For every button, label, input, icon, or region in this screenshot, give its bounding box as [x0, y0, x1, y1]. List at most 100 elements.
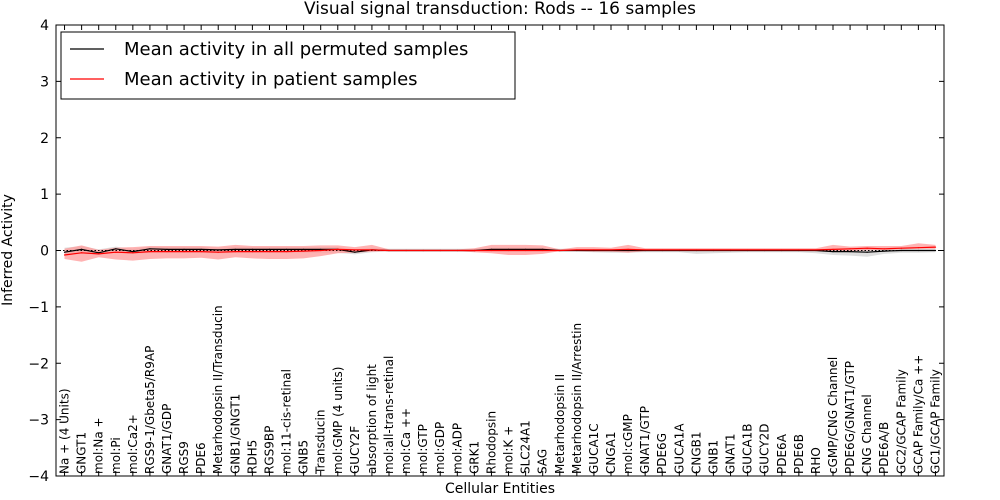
y-axis-label: Inferred Activity: [0, 194, 16, 306]
series-1-point: [422, 249, 424, 252]
series-1-point: [507, 249, 510, 252]
y-tick-label: −3: [28, 413, 49, 429]
series-1-point: [303, 250, 305, 252]
series-0-point: [132, 251, 134, 253]
x-tick-label: GUCY2D: [758, 424, 772, 474]
x-tick-label: GUCY2F: [348, 426, 362, 474]
x-tick-label: Metarhodopsin II/Arrestin: [570, 323, 584, 474]
series-lines: [63, 246, 937, 256]
series-1-point: [576, 249, 578, 251]
x-tick-label: mol:all-trans-retinal: [382, 356, 396, 474]
series-0-point: [849, 251, 851, 253]
series-1-point: [200, 251, 202, 253]
series-1-point: [883, 248, 885, 250]
series-1-point: [627, 248, 629, 250]
x-tick-label: mol:Pi: [109, 437, 123, 474]
series-1-point: [764, 249, 766, 251]
series-1-point: [234, 251, 236, 253]
series-1-point: [166, 251, 168, 253]
chart-title: Visual signal transduction: Rods -- 16 s…: [304, 0, 696, 19]
x-axis-label: Cellular Entities: [445, 481, 555, 497]
y-tick-label: −2: [28, 356, 49, 372]
x-tick-label: mol:cGMP: [621, 414, 635, 474]
x-tick-label: GNAT1/GDP: [160, 404, 174, 474]
x-tick-label: mol:GDP: [433, 422, 447, 474]
series-1-point: [832, 248, 834, 250]
x-tick-label: GNB1: [707, 440, 721, 474]
x-tick-label: PDE6A: [775, 433, 789, 474]
y-tick-label: 1: [40, 187, 49, 203]
x-tick-label: GUCA1B: [741, 423, 755, 474]
series-1-point: [183, 251, 185, 253]
x-tick-label: GNB5: [297, 440, 311, 474]
x-tick-label: PDE6B: [792, 434, 806, 474]
series-0-point: [183, 248, 185, 250]
series-0-point: [866, 251, 868, 253]
series-1-point: [678, 249, 680, 251]
x-tick-label: RGS9BP: [263, 426, 277, 474]
y-tick-label: 0: [40, 244, 49, 260]
series-1-point: [337, 248, 339, 250]
series-1-point: [798, 249, 800, 251]
series-0-point: [303, 248, 305, 250]
x-tick-label: Transducin: [314, 410, 328, 475]
series-0-point: [354, 251, 356, 253]
y-tick-label: −1: [28, 300, 49, 316]
series-0-point: [251, 248, 253, 250]
series-0-point: [507, 248, 510, 250]
series-1-point: [712, 249, 715, 251]
series-0-point: [166, 248, 168, 250]
x-tick-label: absorption of light: [365, 364, 379, 474]
x-tick-label: Metarhodopsin II/Transducin: [211, 305, 225, 474]
series-1-point: [934, 246, 937, 248]
series-0-point: [320, 248, 322, 250]
x-tick-label: PDE6G: [655, 433, 669, 474]
series-1-point: [285, 251, 288, 253]
series-1-point: [388, 249, 390, 252]
series-1-point: [542, 249, 544, 252]
x-tick-label: mol:Na +: [92, 417, 106, 474]
series-1-point: [132, 252, 134, 254]
y-tick-label: 2: [40, 131, 49, 147]
series-0-point: [525, 248, 527, 250]
series-1-point: [473, 249, 475, 252]
series-0-point: [900, 249, 902, 252]
x-tick-label: GC1/GCAP Family: [929, 369, 943, 474]
series-1-point: [405, 249, 407, 252]
series-0-point: [63, 251, 66, 253]
series-1-point: [371, 249, 373, 251]
confidence-bands: [64, 243, 936, 262]
series-0-point: [268, 248, 271, 250]
y-tick-label: 3: [40, 74, 49, 90]
series-0-point: [149, 248, 151, 250]
series-0-point: [98, 252, 100, 254]
x-tick-label: RDH5: [245, 440, 259, 474]
series-1-point: [900, 247, 902, 249]
x-tick-label: GNB1/GNGT1: [228, 394, 242, 474]
series-1-point: [81, 252, 83, 254]
x-tick-label: mol:GMP (4 units): [331, 367, 345, 474]
series-0-point: [234, 248, 236, 250]
y-tick-label: 4: [40, 18, 49, 34]
series-0-point: [200, 248, 202, 250]
series-0-point: [217, 249, 219, 251]
legend-label-1: Mean activity in patient samples: [124, 69, 418, 90]
x-tick-label: GC2/GCAP Family: [894, 369, 908, 474]
legend-label-0: Mean activity in all permuted samples: [124, 39, 468, 60]
x-tick-label: GNGT1: [75, 432, 89, 474]
series-1-point: [268, 251, 271, 253]
x-tick-label: SLC24A1: [519, 420, 533, 474]
series-1-point: [456, 249, 458, 252]
x-tick-label: RGS9: [177, 441, 191, 474]
series-1-band: [64, 243, 936, 262]
series-1-point: [490, 249, 493, 252]
series-1-line: [64, 246, 936, 256]
series-1-point: [781, 249, 783, 251]
x-tick-label: SAG: [536, 449, 550, 474]
legend: Mean activity in all permuted samplesMea…: [60, 31, 516, 100]
x-tick-label: cGMP/CNG Channel: [826, 357, 840, 474]
series-1-point: [354, 249, 356, 251]
